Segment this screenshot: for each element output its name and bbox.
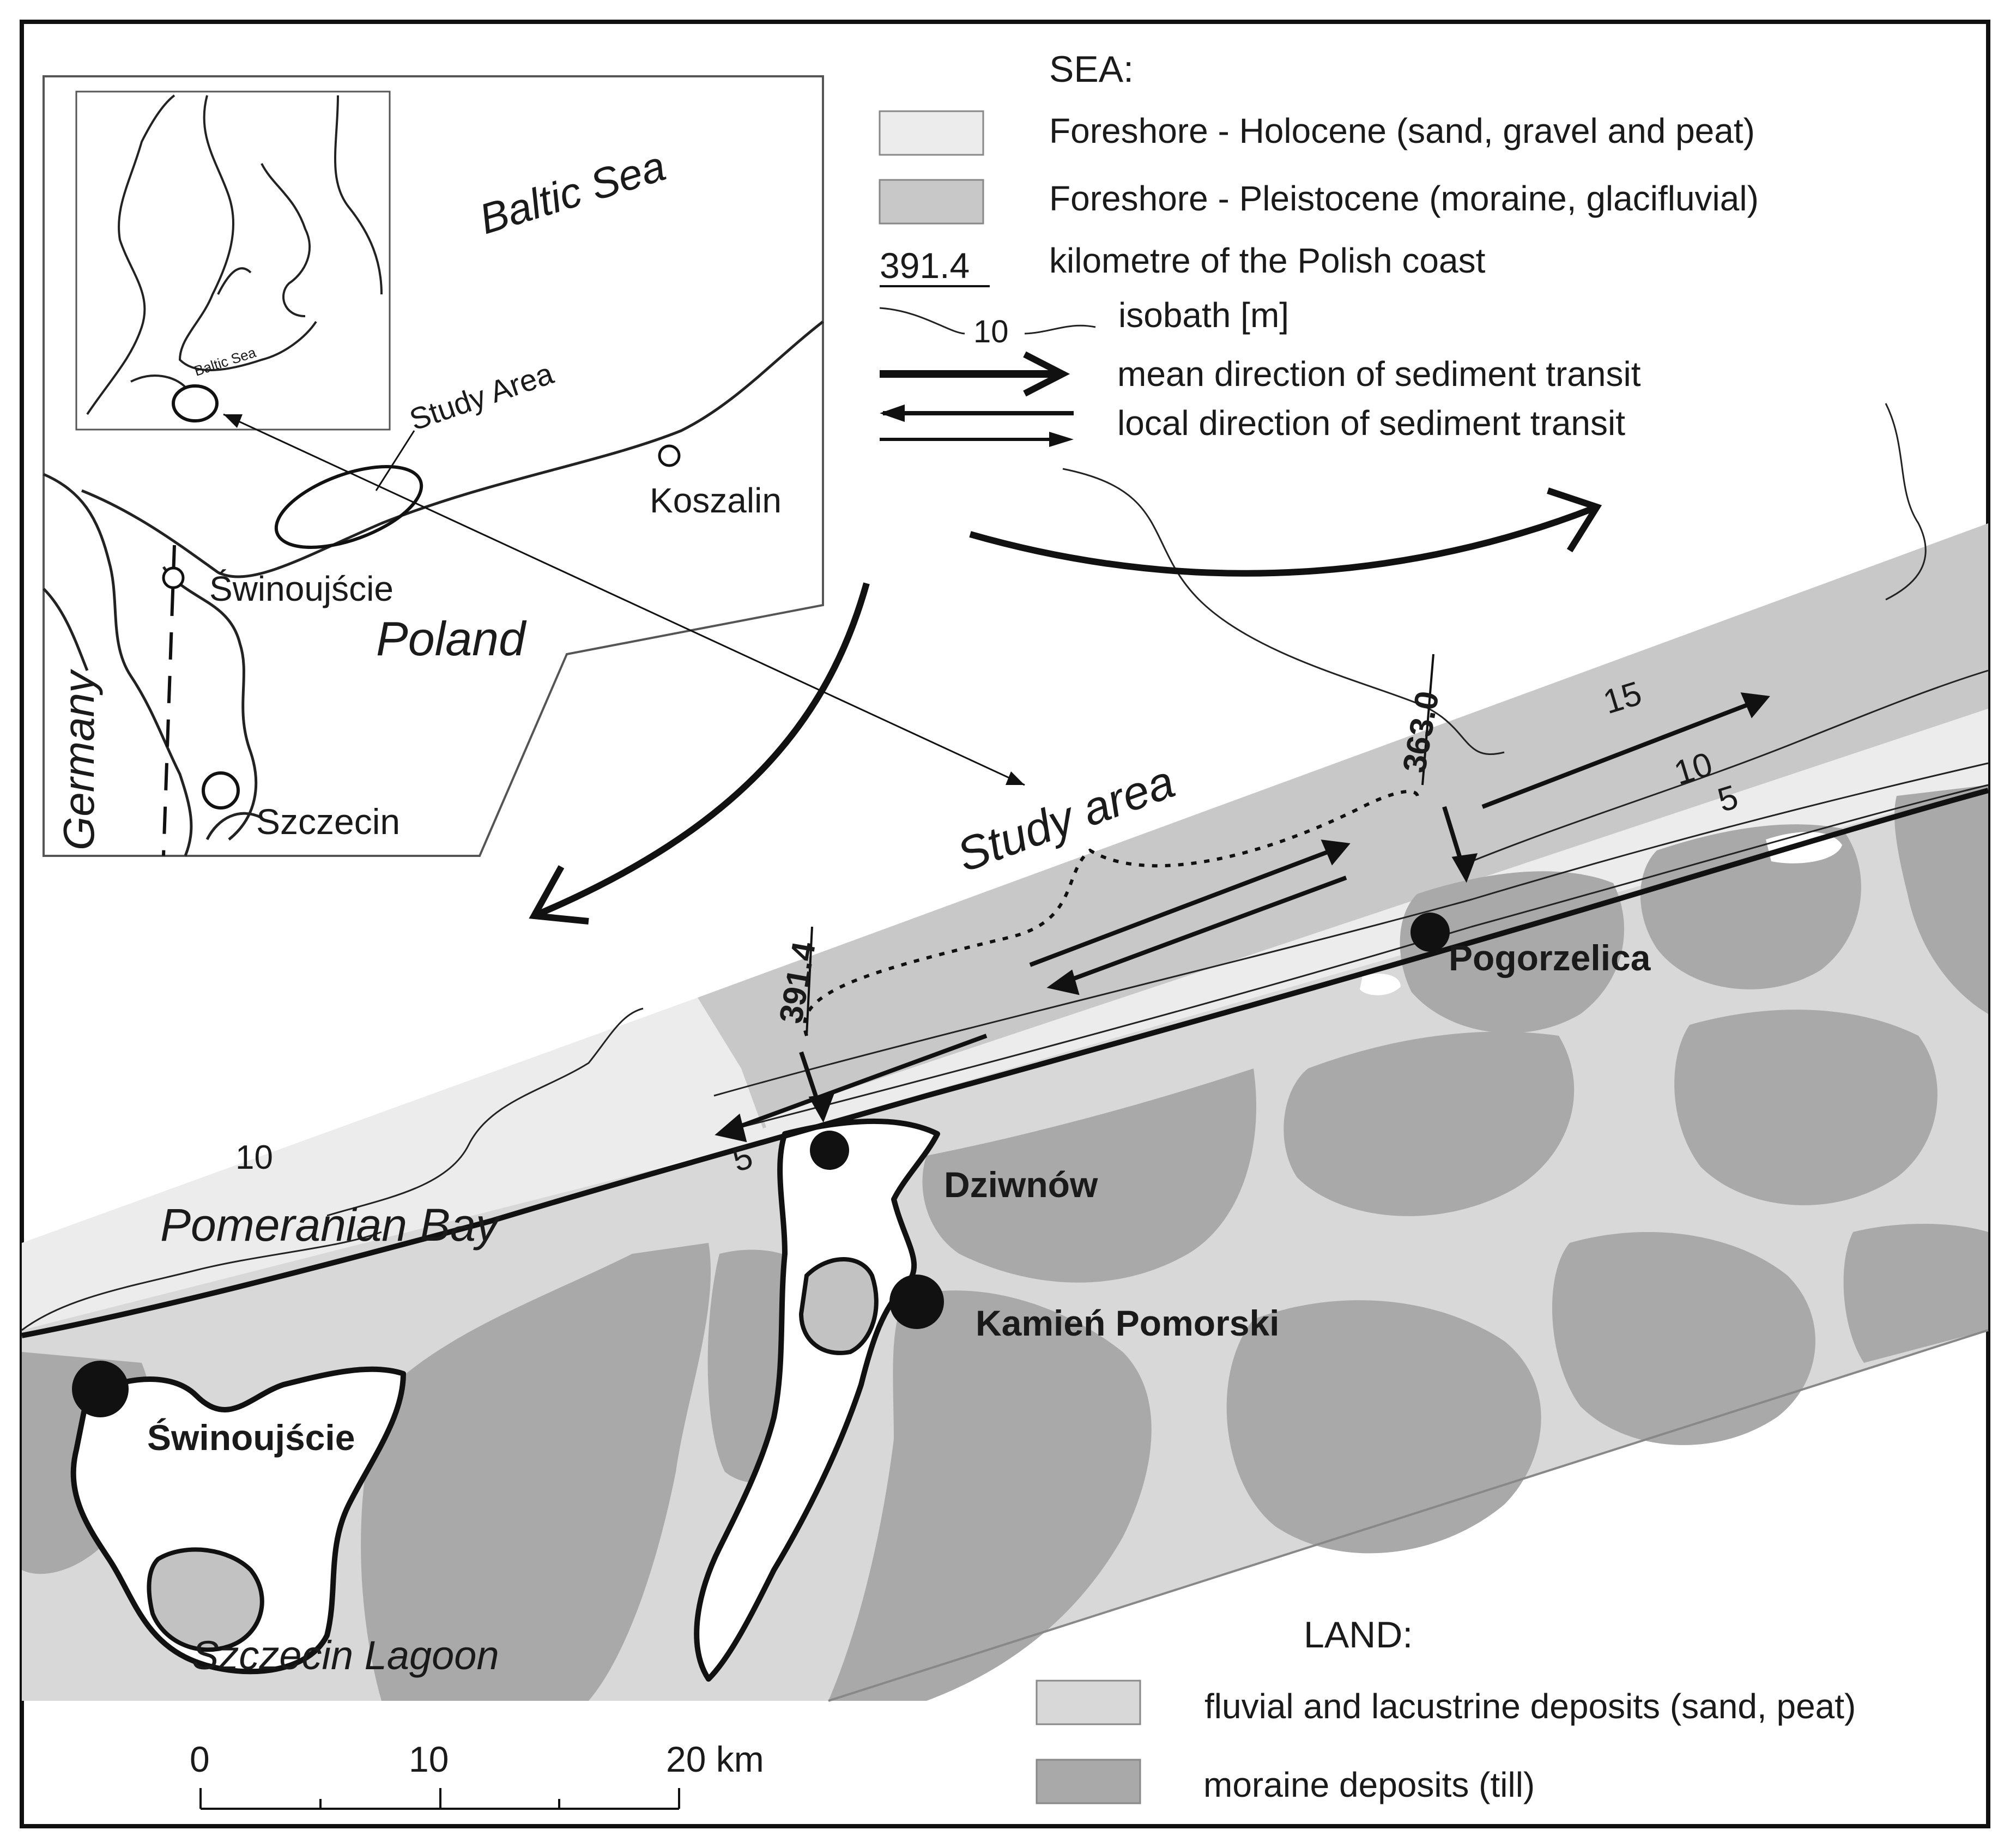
kamien-label: Kamień Pomorski: [976, 1303, 1280, 1343]
strip-edge: [828, 1329, 1989, 1702]
town-dots: [72, 913, 1450, 1417]
inset-poland: Poland: [376, 612, 527, 666]
local-transit-arrows: [715, 692, 1770, 1143]
szczecin-lagoon-label: Szczecin Lagoon: [192, 1633, 499, 1678]
sea-legend: [879, 110, 1096, 447]
local-arrow-head-left: [880, 404, 905, 422]
fluvial-label: fluvial and lacustrine deposits (sand, p…: [1204, 1687, 1856, 1726]
scale-tick-20: 20 km: [666, 1739, 764, 1779]
swinoujscie-inset-dot: [162, 566, 185, 589]
mean-arrow-head: [1023, 351, 1070, 397]
isobath-text: isobath [m]: [1118, 295, 1289, 335]
study-strip: [21, 403, 1989, 1702]
dziwnow-dot: [810, 1131, 849, 1170]
mini-study-ring: [172, 384, 219, 422]
wolin-island: [147, 1547, 264, 1652]
inset-szczecin: Szczecin: [256, 801, 400, 842]
km-text: kilometre of the Polish coast: [1049, 241, 1486, 280]
holocene-label: Foreshore - Holocene (sand, gravel and p…: [1049, 111, 1755, 150]
szczecin-dot: [202, 771, 240, 810]
local-transit-text: local direction of sediment transit: [1117, 403, 1625, 443]
inset-coast: [43, 321, 824, 856]
swatch-pleistocene: [879, 179, 984, 225]
scale-bar: [199, 1788, 680, 1810]
land-legend: [1036, 1680, 1141, 1804]
dziwnow-label: Dziwnów: [944, 1164, 1098, 1205]
pleistocene-zone: [698, 523, 1988, 1128]
swatch-holocene: [879, 110, 984, 156]
pleistocene-label: Foreshore - Pleistocene (moraine, glacif…: [1049, 179, 1759, 218]
km-sample-label: 391.4: [880, 245, 970, 286]
study-area-leader: [375, 430, 415, 491]
inset-map: [43, 75, 1025, 857]
mean-transit-text: mean direction of sediment transit: [1117, 354, 1641, 394]
leader-arrow-2: [223, 414, 243, 428]
swinoujscie-dot: [72, 1361, 129, 1417]
pomeranian-bay-label: Pomeranian Bay: [160, 1199, 501, 1251]
swatch-moraine: [1036, 1759, 1141, 1804]
inset-germany: Germany: [55, 668, 103, 850]
swatch-fluvial: [1036, 1680, 1141, 1725]
local-arrow-head-right: [1049, 432, 1074, 447]
inset-swinoujscie: Świnoujście: [209, 569, 393, 608]
inset-to-map-leader: [223, 413, 1025, 786]
pogorzelica-label: Pogorzelica: [1449, 938, 1651, 978]
kamien-dot: [889, 1275, 944, 1329]
mini-map-coast: [86, 94, 383, 415]
isobath-10-west-label: 10: [235, 1139, 273, 1176]
pogorzelica-dot: [1410, 913, 1450, 952]
lagoon-island: [798, 1257, 879, 1355]
km-marker-lines: [806, 654, 1434, 1036]
mini-map-frame: [75, 90, 391, 431]
study-boundary: [803, 789, 1420, 1037]
scale-tick-10: 10: [409, 1739, 449, 1779]
border-dashed: [162, 545, 176, 856]
sea-legend-title: SEA:: [1049, 49, 1134, 90]
inset-study-ellipse: [274, 465, 423, 549]
mean-transit-arrows: [529, 487, 1602, 925]
nearshore-strip: [763, 709, 1988, 1150]
moraine-label: moraine deposits (till): [1203, 1765, 1535, 1804]
lake-2: [1360, 974, 1401, 995]
coastline: [21, 788, 1989, 1338]
land-legend-title: LAND:: [1304, 1614, 1413, 1656]
koszalin-dot: [658, 444, 681, 467]
isobath-sample-line: [879, 307, 1096, 335]
swinoujscie-label: Świnoujście: [147, 1417, 355, 1458]
inset-koszalin: Koszalin: [650, 481, 782, 520]
scale-tick-0: 0: [190, 1739, 210, 1779]
leader-arrow-1: [1006, 771, 1025, 785]
isobath-sample-label: 10: [973, 314, 1009, 349]
